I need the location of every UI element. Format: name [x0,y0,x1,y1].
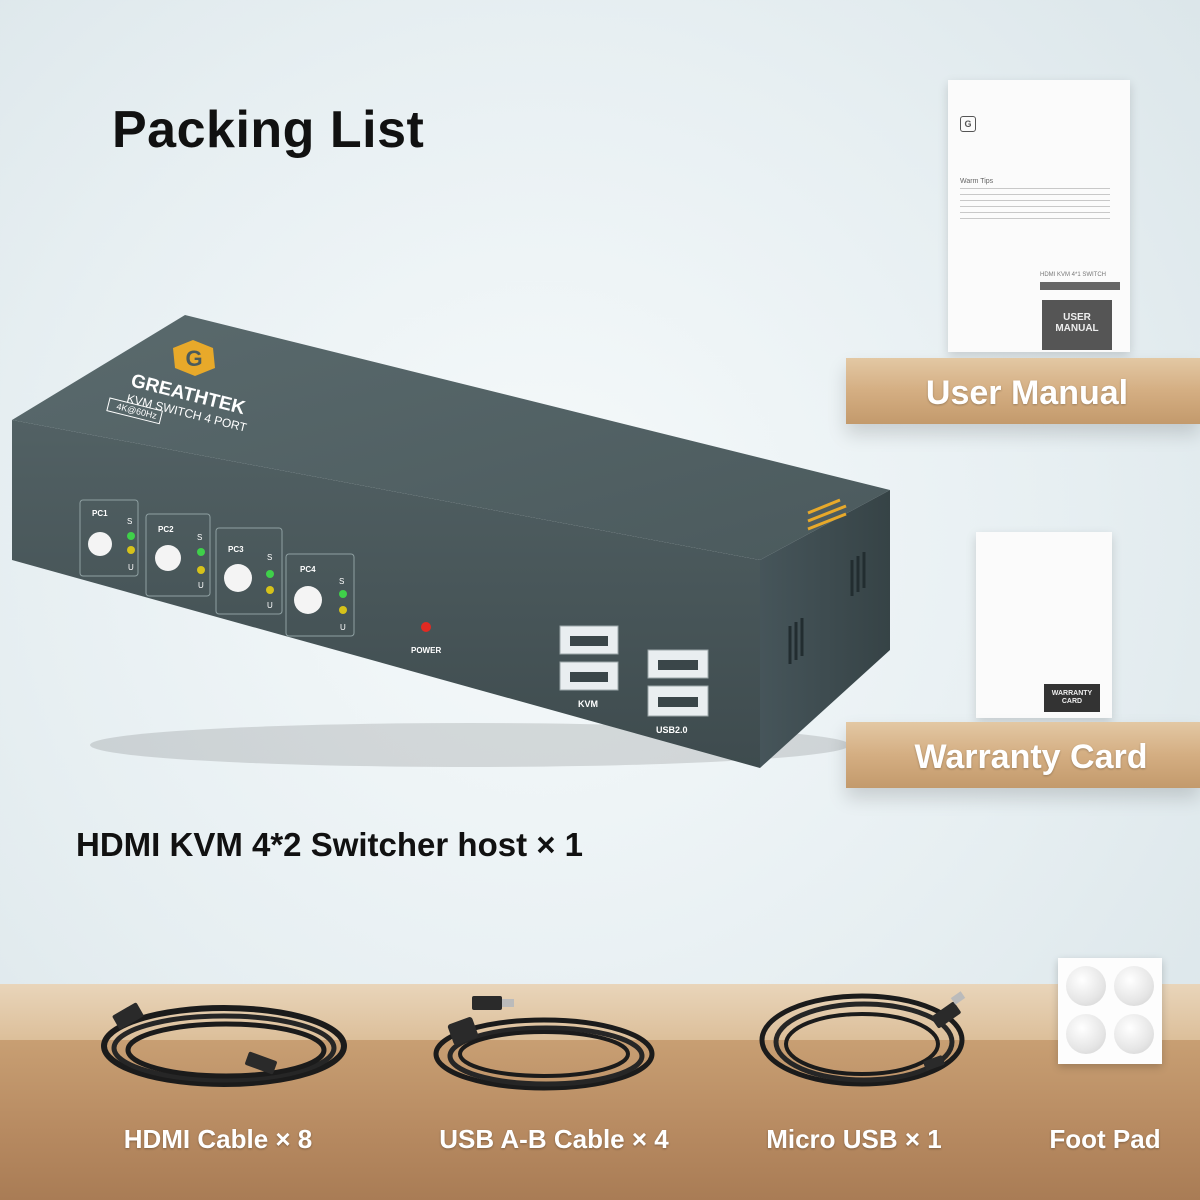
user-manual-badge: USER MANUAL [1042,300,1112,350]
side-vents [788,552,866,664]
user-manual-label: User Manual [925,374,1129,412]
warranty-card-badge: WARRANTY CARD [1044,684,1100,712]
usb-port-group-usb2[interactable]: USB2.0 [647,649,709,735]
hdmi-cable-icon [101,1002,347,1087]
svg-text:S: S [197,533,202,542]
usb-port-group-kvm[interactable]: KVM [559,625,619,709]
pc-port-3[interactable]: PC3 S U [215,527,283,615]
svg-text:S: S [267,553,272,562]
foot-pad-2 [1114,966,1154,1006]
foot-pad-1 [1066,966,1106,1006]
manual-product-line: HDMI KVM 4*1 SWITCH [1040,272,1107,278]
kvm-switch-device: G GREATHTEK KVM SWITCH 4 PORT 4K@60Hz PC… [12,315,890,768]
hdmi-cable-label: HDMI Cable × 8 [123,1124,313,1154]
resolution-tag-box [106,397,164,425]
svg-text:U: U [198,581,204,590]
user-manual-shelf [846,358,1200,424]
svg-text:PC4: PC4 [300,565,316,574]
manual-logo-icon: G [960,116,976,132]
pc2-select-button[interactable] [155,545,181,571]
pc-port-4[interactable]: PC4 S U [285,553,355,637]
foot-pad-3 [1066,1014,1106,1054]
foot-pad-sheet [1058,958,1162,1064]
pc3-select-button[interactable] [224,564,252,592]
micro-usb-label: Micro USB × 1 [766,1124,942,1154]
power-led [421,622,431,632]
svg-text:PC3: PC3 [228,545,244,554]
pc-port-1[interactable]: PC1 S U [79,499,139,577]
svg-text:U: U [267,601,273,610]
host-caption: HDMI KVM 4*2 Switcher host × 1 [76,826,584,863]
table-front [0,1040,1200,1200]
warranty-card-label: Warranty Card [914,738,1148,776]
device-top-face [12,315,890,560]
svg-text:U: U [340,623,346,632]
pc4-select-button[interactable] [294,586,322,614]
warranty-card-shelf [846,722,1200,788]
manual-model-bar [1040,282,1120,290]
manual-text-lines [960,188,1110,224]
usb-ab-cable-label: USB A-B Cable × 4 [439,1124,669,1154]
svg-text:USB2.0: USB2.0 [656,725,688,735]
svg-text:PC2: PC2 [158,525,174,534]
accent-stripes [807,498,847,531]
svg-text:KVM: KVM [578,699,598,709]
usb-ab-cable-icon [433,996,655,1091]
svg-text:U: U [128,563,134,572]
manual-tips-title: Warm Tips [960,178,994,185]
pc1-select-button[interactable] [88,532,112,556]
micro-usb-cable-icon [759,991,966,1087]
power-label: POWER [411,646,441,655]
svg-text:G: G [185,346,202,371]
svg-text:PC1: PC1 [92,509,108,518]
foot-pad-label: Foot Pad [1049,1124,1161,1154]
pc-port-2[interactable]: PC2 S U [145,513,211,597]
page-title: Packing List [112,101,425,159]
svg-text:S: S [127,517,132,526]
svg-text:S: S [339,577,344,586]
brand-logo-icon: G [173,340,215,376]
foot-pad-4 [1114,1014,1154,1054]
